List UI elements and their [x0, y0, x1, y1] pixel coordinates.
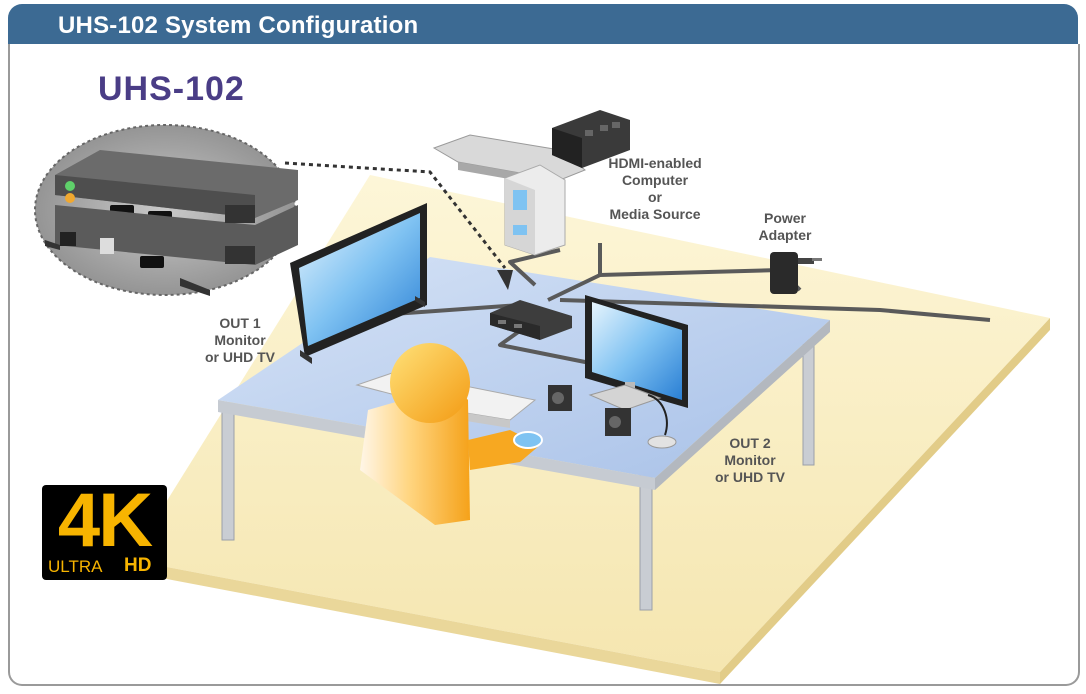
- out2-label-line-3: or UHD TV: [715, 469, 785, 485]
- zoom-connector: [284, 161, 513, 290]
- user-figure: [360, 343, 543, 525]
- badge-ultra-text: ULTRA: [48, 557, 103, 576]
- power-adapter-label: Power Adapter: [745, 210, 825, 244]
- source-label-line-4: Media Source: [609, 206, 701, 222]
- speakers: [548, 385, 631, 436]
- source-label: HDMI-enabled Computer or Media Source: [585, 155, 725, 223]
- microphone: [647, 394, 677, 449]
- 4k-ultra-hd-badge: 4K ULTRA HD: [42, 481, 167, 580]
- media-source-devices: [432, 110, 630, 256]
- out2-label-line-1: OUT 2: [729, 435, 771, 451]
- out1-label-line-2: Monitor: [214, 332, 266, 348]
- out1-label: OUT 1 Monitor or UHD TV: [200, 315, 280, 366]
- out1-label-line-3: or UHD TV: [205, 349, 275, 365]
- power-adapter: [770, 252, 822, 294]
- header-title: UHS-102 System Configuration: [58, 12, 419, 39]
- out2-label-line-2: Monitor: [724, 452, 776, 468]
- badge-hd-text: HD: [124, 555, 152, 576]
- out1-label-line-1: OUT 1: [219, 315, 261, 331]
- out2-label: OUT 2 Monitor or UHD TV: [710, 435, 790, 486]
- source-label-line-1: HDMI-enabled: [608, 155, 702, 171]
- product-title: UHS-102: [98, 70, 245, 108]
- uhs-device: [490, 300, 572, 340]
- out2-monitor: [585, 295, 688, 411]
- source-label-line-3: or: [648, 189, 662, 205]
- source-label-line-2: Computer: [621, 172, 689, 188]
- badge-4k-text: 4K: [57, 478, 153, 563]
- out1-monitor: [290, 203, 427, 364]
- power-label-line-1: Power: [763, 210, 806, 226]
- device-zoom-view: [34, 124, 298, 296]
- header-bar: UHS-102 System Configuration: [8, 4, 1078, 46]
- power-label-line-2: Adapter: [758, 227, 812, 243]
